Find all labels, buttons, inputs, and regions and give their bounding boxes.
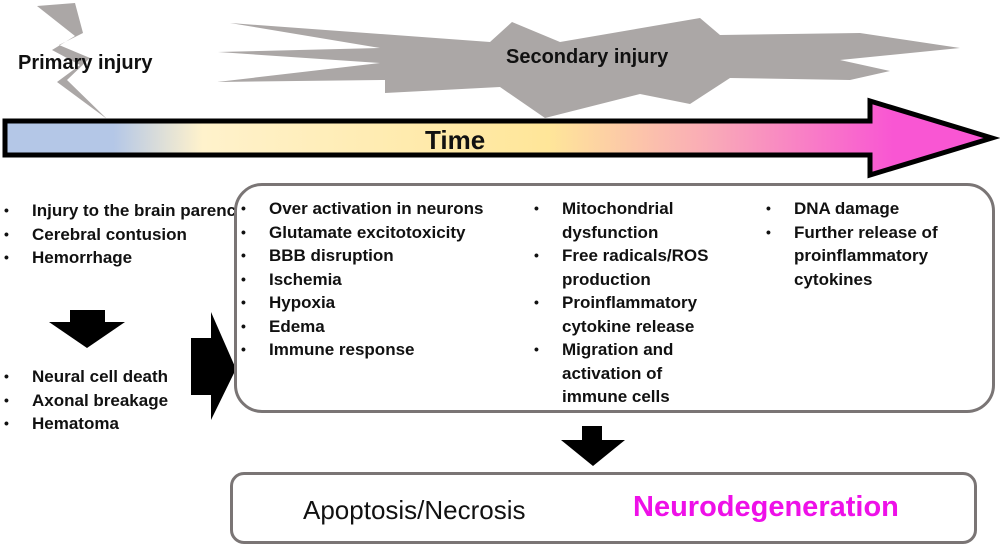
secondary-events-column-2: •Mitochondrial dysfunction •Free radical… [530,197,730,409]
list-item-text: Glutamate excitotoxicity [269,222,466,242]
list-item-text: Neural cell death [32,367,169,386]
list-item-text: DNA damage [794,199,900,218]
neurodegeneration-label: Neurodegeneration [633,491,899,523]
list-item-text: Axonal breakage [32,390,169,410]
list-item-text: Hematoma [32,414,119,433]
list-item-text: BBB disruption [269,246,394,265]
list-item: •Hematoma [4,414,119,433]
list-item: •Over activation in neurons [241,199,484,218]
list-item-text: Ischemia [269,269,342,289]
list-item: •BBB disruption [241,246,394,265]
list-item: •Further release of proinflammatory cyto… [766,222,938,289]
list-item: •Hypoxia [241,293,336,312]
outcome-box [230,472,977,544]
list-item: •Proinflammatory cytokine release [534,293,698,336]
list-item-text: Edema [269,316,325,336]
list-item: •Cerebral contusion [4,224,187,244]
primary-results-list: •Neural cell death •Axonal breakage •Hem… [0,365,168,436]
list-item-text: Immune response [269,340,415,359]
list-item: •Edema [241,316,325,336]
list-item: •Immune response [241,340,415,359]
right-arrow-icon [191,312,236,420]
secondary-events-column-3: •DNA damage •Further release of proinfla… [762,197,972,291]
time-arrow [2,97,1000,179]
lightning-bolt-icon [37,3,107,119]
list-item-text: Proinflammatory cytokine release [562,293,698,336]
list-item-text: Migration and activation of immune cells [562,340,674,406]
secondary-injury-label: Secondary injury [506,46,669,68]
list-item: •Hemorrhage [4,248,133,267]
down-arrow-icon [49,310,125,348]
list-item: •Ischemia [241,269,342,289]
time-label: Time [425,125,486,155]
list-item-text: Cerebral contusion [32,224,187,244]
list-item-text: Hypoxia [269,293,336,312]
list-item: •DNA damage [766,199,900,218]
secondary-injury-burst-icon [217,18,960,118]
list-item: •Glutamate excitotoxicity [241,222,466,242]
primary-effects-list: •Injury to the brain parenchyma •Cerebra… [0,199,280,270]
list-item: •Free radicals/ROS production [534,246,709,289]
list-item: •Axonal breakage [4,390,169,410]
list-item-text: Over activation in neurons [269,199,484,218]
list-item: •Migration and activation of immune cell… [534,340,674,406]
secondary-events-column-1: •Over activation in neurons •Glutamate e… [237,197,537,362]
list-item: •Mitochondrial dysfunction [534,199,674,242]
list-item: •Injury to the brain parenchyma [4,201,281,220]
list-item-text: Hemorrhage [32,248,133,267]
apoptosis-necrosis-label: Apoptosis/Necrosis [303,495,526,525]
list-item: •Neural cell death [4,367,169,386]
list-item-text: Injury to the brain parenchyma [32,201,281,220]
list-item-text: Further release of proinflammatory cytok… [794,222,938,289]
secondary-events-box [234,183,995,413]
list-item-text: Mitochondrial dysfunction [562,199,674,242]
list-item-text: Free radicals/ROS production [562,246,709,289]
down-arrow-icon [561,426,625,466]
primary-injury-label: Primary injury [18,52,153,74]
